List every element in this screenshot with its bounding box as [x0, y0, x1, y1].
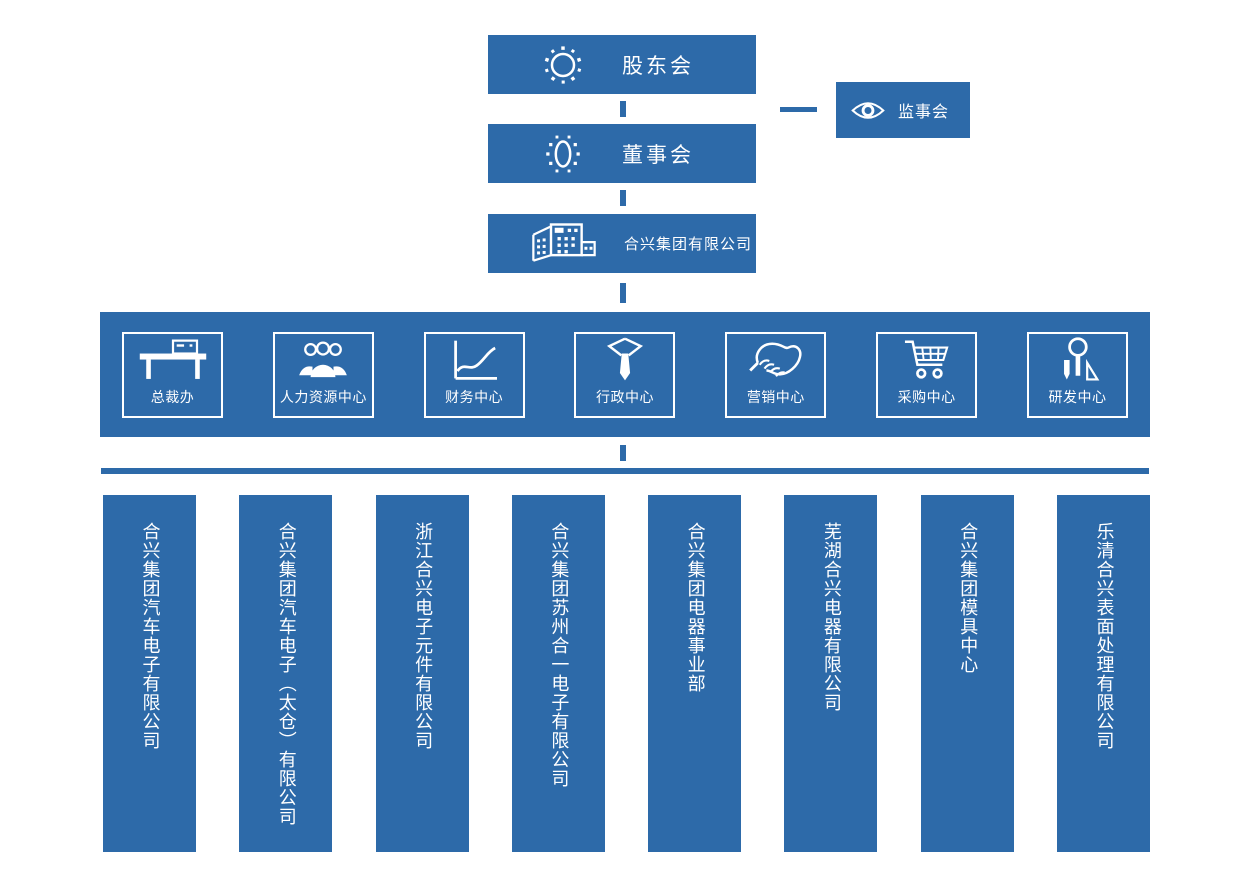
connector-vertical	[620, 445, 626, 461]
divider-line	[101, 468, 1149, 474]
people-icon	[294, 334, 352, 387]
dept-label: 采购中心	[897, 389, 956, 406]
department-bar: 总裁办 人力资源中心	[100, 312, 1150, 437]
connector-horizontal	[780, 107, 817, 112]
supervisory-node: 监事会	[836, 82, 970, 138]
necktie-icon	[602, 334, 648, 387]
dept-human-resources: 人力资源中心	[272, 331, 374, 418]
subsidiary-node: 合兴集团苏州合一电子有限公司	[511, 495, 605, 852]
subsidiary-node: 合兴集团模具中心	[920, 495, 1014, 852]
connector-vertical	[620, 101, 626, 117]
handshake-icon	[746, 334, 806, 387]
connector-vertical	[620, 283, 626, 303]
dept-label: 研发中心	[1048, 389, 1107, 406]
subsidiary-label: 芜湖合兴电器有限公司	[820, 522, 842, 712]
subsidiary-label: 合兴集团苏州合一电子有限公司	[548, 522, 570, 788]
dept-label: 营销中心	[746, 389, 805, 406]
dept-research: 研发中心	[1026, 331, 1128, 418]
shareholders-label: 股东会	[622, 53, 694, 78]
subsidiary-label: 乐清合兴表面处理有限公司	[1093, 522, 1115, 750]
magnifier-tools-icon	[1051, 334, 1103, 387]
dept-president-office: 总裁办	[122, 331, 223, 418]
subsidiary-node: 合兴集团电器事业部	[648, 495, 742, 852]
subsidiary-node: 芜湖合兴电器有限公司	[784, 495, 878, 852]
subsidiary-node: 合兴集团汽车电子（太仓）有限公司	[239, 495, 333, 852]
group-node: 合兴集团有限公司	[488, 214, 756, 273]
shopping-cart-icon	[902, 334, 952, 387]
oval-burst-icon	[540, 131, 586, 177]
dept-marketing: 营销中心	[725, 331, 827, 418]
dept-label: 人力资源中心	[279, 389, 367, 406]
shareholders-node: 股东会	[488, 35, 756, 94]
dept-procurement: 采购中心	[876, 331, 978, 418]
dept-label: 财务中心	[445, 389, 504, 406]
subsidiary-node: 乐清合兴表面处理有限公司	[1056, 495, 1150, 852]
subsidiaries-row: 合兴集团汽车电子有限公司 合兴集团汽车电子（太仓）有限公司 浙江合兴电子元件有限…	[103, 495, 1150, 852]
line-chart-icon	[447, 334, 501, 387]
subsidiary-label: 合兴集团模具中心	[957, 522, 979, 674]
subsidiary-label: 浙江合兴电子元件有限公司	[412, 522, 434, 750]
dept-finance: 财务中心	[423, 331, 525, 418]
subsidiary-node: 合兴集团汽车电子有限公司	[103, 495, 196, 852]
dept-administration: 行政中心	[574, 331, 676, 418]
board-label: 董事会	[622, 142, 694, 167]
supervisory-label: 监事会	[898, 102, 950, 121]
eye-icon	[851, 99, 885, 122]
subsidiary-label: 合兴集团汽车电子有限公司	[139, 522, 161, 750]
connector-vertical	[620, 190, 626, 206]
dept-label: 总裁办	[150, 389, 195, 406]
buildings-icon	[528, 218, 600, 270]
subsidiary-label: 合兴集团汽车电子（太仓）有限公司	[275, 522, 297, 826]
sun-icon	[540, 42, 586, 88]
desk-icon	[137, 334, 209, 387]
dept-label: 行政中心	[595, 389, 654, 406]
subsidiary-node: 浙江合兴电子元件有限公司	[375, 495, 469, 852]
board-node: 董事会	[488, 124, 756, 183]
subsidiary-label: 合兴集团电器事业部	[684, 522, 706, 693]
group-label: 合兴集团有限公司	[624, 235, 753, 253]
